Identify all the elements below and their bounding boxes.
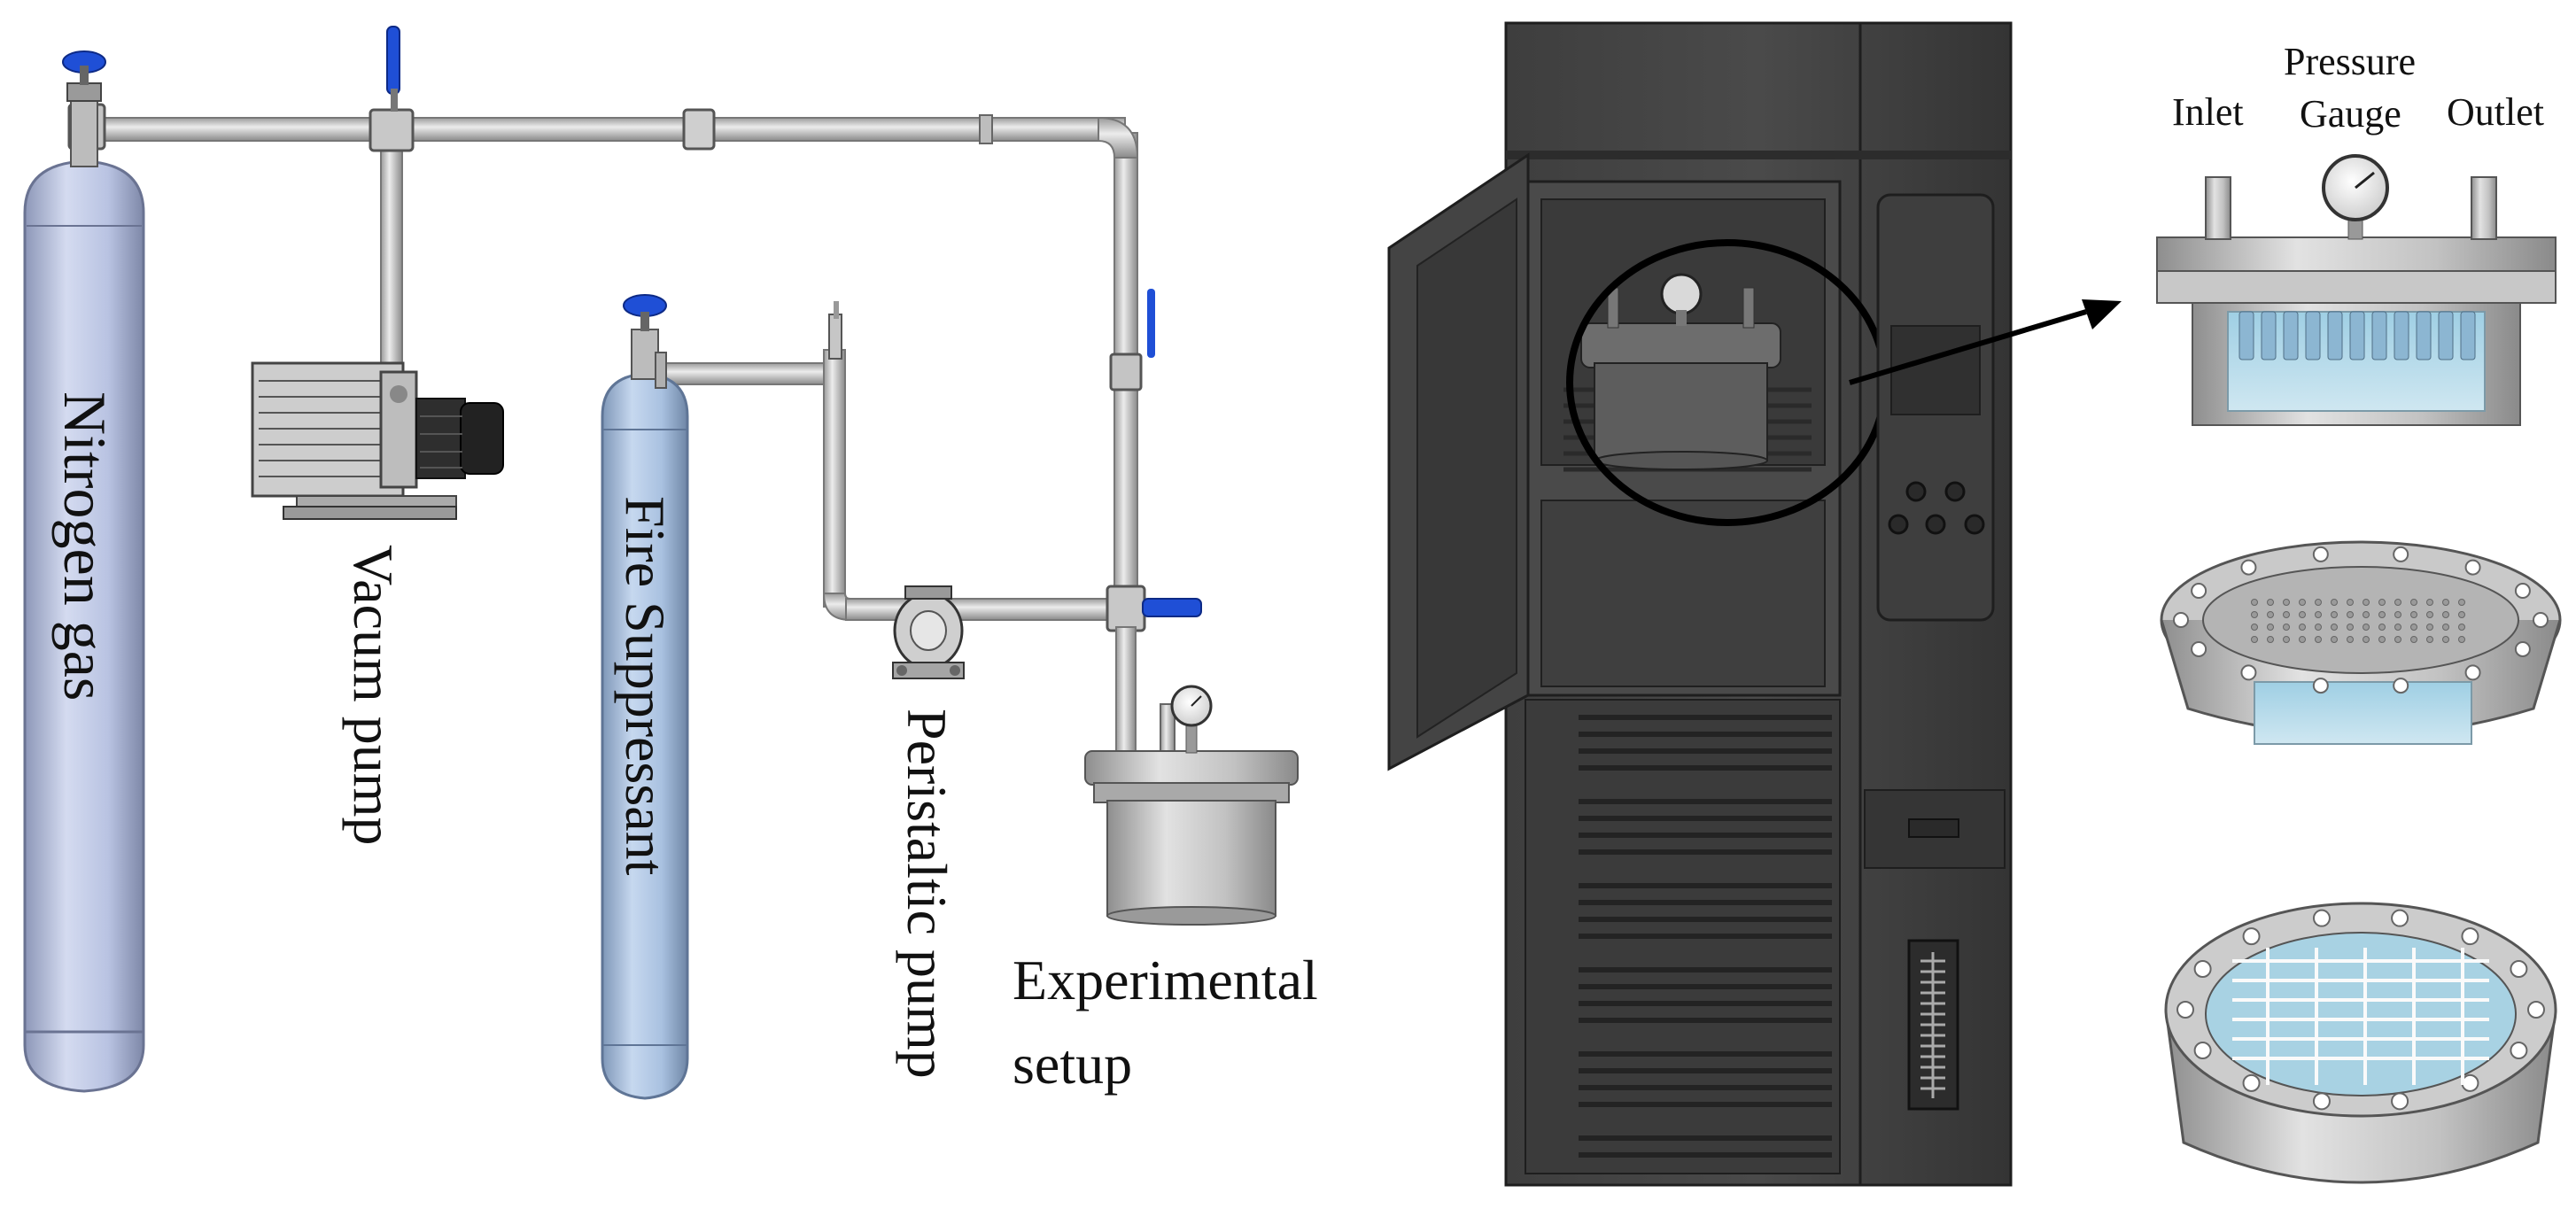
label-pressure: Pressure — [2284, 40, 2417, 83]
vessel-open-view — [2160, 540, 2562, 745]
label-peristaltic-pump: Peristaltic pump — [896, 709, 958, 1079]
vessel-top-view — [2164, 902, 2557, 1184]
valve-handles — [386, 26, 1202, 617]
label-vacuum-pump: Vacum pump — [342, 545, 405, 846]
label-outlet: Outlet — [2447, 90, 2544, 134]
label-inlet: Inlet — [2172, 90, 2244, 134]
label-nitrogen-gas: Nitrogen gas — [51, 391, 119, 701]
pipe-network — [67, 103, 1146, 752]
experimental-vessel — [1084, 685, 1299, 926]
fire-suppressant-cylinder — [601, 294, 689, 1100]
nitrogen-cylinder — [23, 50, 145, 1093]
environmental-chamber-cabinet — [1387, 21, 2122, 1187]
vessel-cross-section — [2156, 154, 2557, 426]
label-experimental: Experimental — [1013, 949, 1318, 1011]
label-fire-suppressant: Fire Suppressant — [614, 496, 677, 876]
label-setup: setup — [1013, 1033, 1133, 1096]
vacuum-pump — [251, 361, 504, 520]
peristaltic-pump — [892, 585, 965, 679]
label-gauge: Gauge — [2300, 92, 2401, 136]
